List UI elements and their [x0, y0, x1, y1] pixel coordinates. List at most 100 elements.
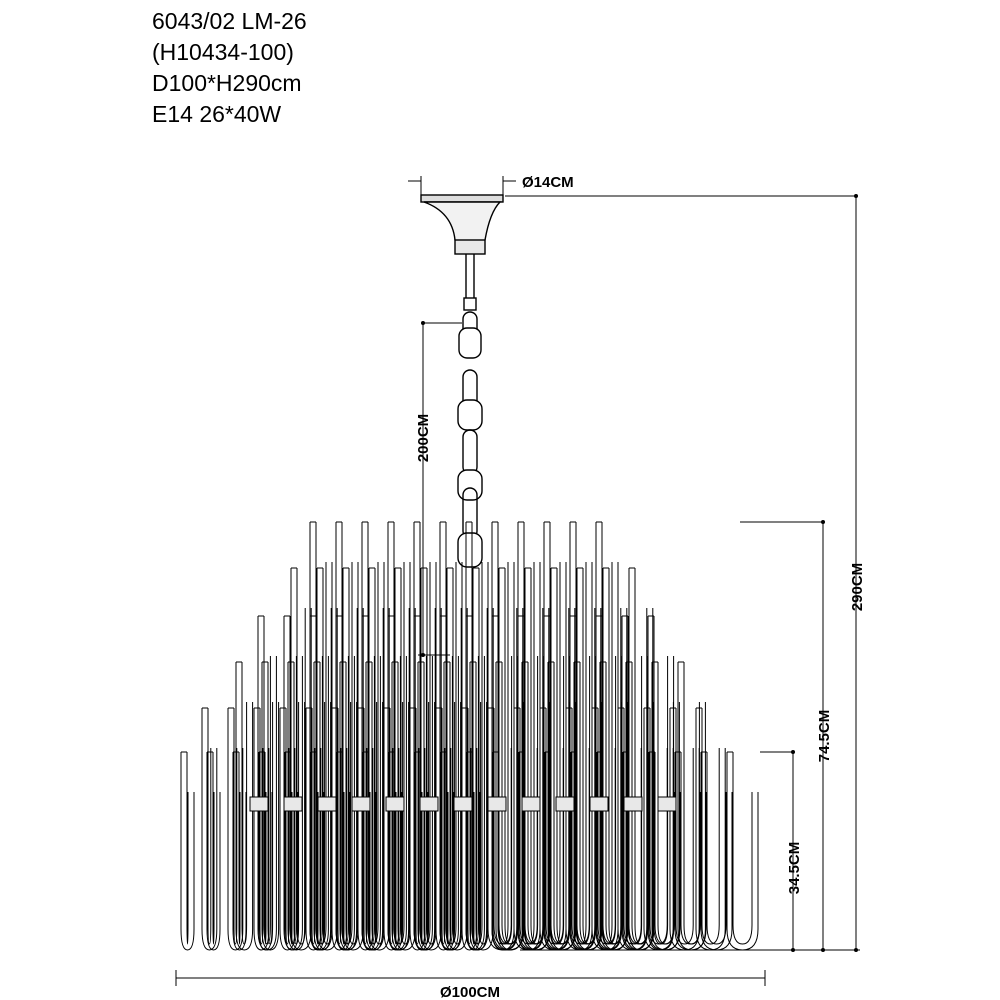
tube — [305, 708, 322, 951]
tube-inner — [186, 752, 189, 945]
tube-inner — [623, 708, 642, 945]
bulb-sockets — [249, 796, 677, 812]
diameter-label: Ø100CM — [440, 984, 500, 1000]
tube-inner — [233, 708, 238, 945]
tube — [227, 708, 244, 951]
tube-inner — [675, 708, 694, 945]
bulb-socket — [249, 796, 269, 812]
tube-inner — [545, 708, 564, 945]
tube — [253, 708, 270, 951]
bulb-socket — [419, 796, 439, 812]
bulb-socket — [487, 796, 507, 812]
tube-inner — [628, 752, 649, 945]
model-number: 6043/02 LM-26 — [152, 8, 307, 34]
bulb-socket — [317, 796, 337, 812]
tube-inner — [701, 708, 720, 945]
tube-inner — [259, 708, 264, 945]
tube — [414, 752, 429, 951]
bulb-socket — [521, 796, 541, 812]
tube — [258, 752, 273, 951]
lower-height-label: 34.5CM — [786, 842, 803, 895]
overall-size: D100*H290cm — [152, 70, 302, 96]
tube-inner — [467, 708, 472, 945]
tube — [435, 708, 452, 951]
tube — [331, 708, 348, 951]
product-code: (H10434-100) — [152, 39, 294, 65]
tube-inner — [415, 708, 420, 945]
tube-inner — [337, 708, 342, 945]
tube-inner — [389, 708, 394, 945]
tube — [279, 708, 296, 951]
tube — [440, 752, 455, 951]
canopy-diameter-label: Ø14CM — [522, 174, 574, 191]
tube-inner — [683, 662, 700, 945]
tube-inner — [394, 752, 397, 945]
tube-inner — [212, 752, 215, 945]
tube-inner — [316, 752, 319, 945]
tube — [409, 708, 426, 951]
tube — [257, 616, 277, 951]
tube-inner — [498, 752, 519, 945]
body-height-label: 74.5CM — [816, 710, 833, 763]
bulb-socket — [283, 796, 303, 812]
tube-inner — [446, 752, 449, 945]
tube-inner — [368, 752, 371, 945]
bulb-socket — [385, 796, 405, 812]
bulb-socket — [453, 796, 473, 812]
tube — [466, 752, 481, 951]
tube — [180, 752, 195, 951]
dimension-ticks — [421, 194, 858, 952]
bulb-socket — [623, 796, 643, 812]
tube — [357, 708, 374, 951]
tube-inner — [524, 752, 545, 945]
tube — [492, 752, 525, 951]
tube-inner — [420, 752, 423, 945]
tube-inner — [654, 752, 675, 945]
suspension-chain — [457, 254, 483, 568]
tube — [201, 708, 218, 951]
tube — [310, 752, 325, 951]
tube — [388, 752, 403, 951]
bulb-socket — [555, 796, 575, 812]
canopy — [420, 194, 504, 255]
tube-inner — [441, 708, 446, 945]
bulb-socket — [657, 796, 677, 812]
tube-inner — [285, 708, 290, 945]
tube — [206, 752, 221, 951]
bulb-socket — [589, 796, 609, 812]
tube-inner — [706, 752, 727, 945]
tube-inner — [363, 708, 368, 945]
tube — [461, 708, 478, 951]
tube — [232, 752, 247, 951]
tube-inner — [602, 752, 623, 945]
tube-inner — [680, 752, 701, 945]
bulb-spec: E14 26*40W — [152, 101, 282, 127]
tube-inner — [571, 708, 590, 945]
tube-inner — [732, 752, 753, 945]
tube-inner — [649, 708, 668, 945]
tube — [336, 752, 351, 951]
tube-inner — [290, 752, 293, 945]
chain-length-label: 200CM — [415, 414, 432, 462]
total-height-label: 290CM — [849, 563, 866, 611]
tube-inner — [597, 708, 616, 945]
tube-inner — [342, 752, 345, 945]
spec-block: 6043/02 LM-26 (H10434-100) D100*H290cm E… — [152, 6, 307, 130]
tube — [383, 708, 400, 951]
tube-inner — [207, 708, 212, 945]
tube-inner — [653, 616, 669, 945]
tube-inner — [311, 708, 316, 945]
tube-inner — [550, 752, 571, 945]
tube-inner — [493, 708, 512, 945]
dimension-lines — [175, 176, 860, 986]
tube — [284, 752, 299, 951]
tube-body — [180, 521, 759, 951]
bulb-socket — [351, 796, 371, 812]
tube-inner — [472, 752, 475, 945]
tube — [362, 752, 377, 951]
tube-inner — [519, 708, 538, 945]
tube-inner — [264, 752, 267, 945]
tube-inner — [238, 752, 241, 945]
tube — [283, 616, 303, 951]
